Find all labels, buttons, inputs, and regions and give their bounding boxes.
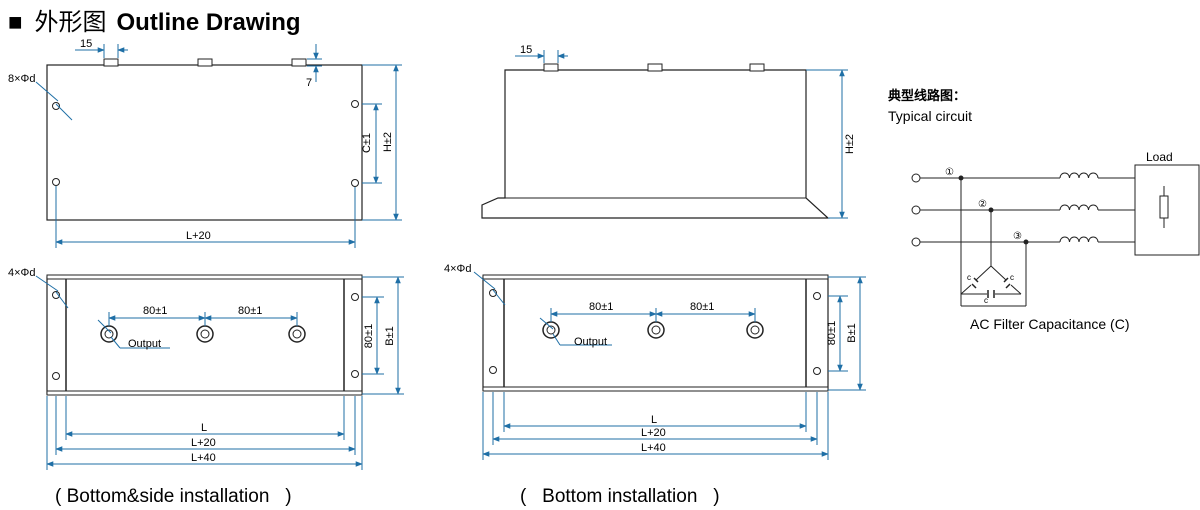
caption-bottom-installation: ( Bottom installation ) [520, 486, 720, 507]
input-terminal [911, 173, 921, 183]
dim-spacing-label: 80±1 [589, 301, 613, 313]
dim-tab-height-label: 7 [306, 77, 312, 89]
terminal-tab [291, 58, 307, 67]
mounting-hole [52, 372, 60, 380]
dim-h-label: H±2 [844, 134, 856, 154]
dim-h-label: H±2 [382, 132, 394, 152]
mounting-hole [813, 292, 821, 300]
dim-l20-label: L+20 [191, 437, 216, 449]
output-terminal [288, 325, 306, 343]
node-3-label: ③ [1013, 231, 1022, 242]
dim-l20-label: L+20 [186, 230, 211, 242]
dim-80-label: 80±1 [363, 324, 375, 348]
output-terminal [542, 321, 560, 339]
mounting-hole [351, 179, 359, 187]
enclosure-body [481, 69, 830, 219]
circuit-title-english: Typical circuit [888, 108, 972, 124]
circuit-caption: AC Filter Capacitance (C) [970, 316, 1130, 332]
output-terminal [196, 325, 214, 343]
typical-circuit [911, 164, 1200, 307]
title-chinese: 外形图 [34, 9, 107, 36]
load-label: Load [1146, 150, 1173, 164]
output-terminal [647, 321, 665, 339]
dim-b-label: B±1 [384, 326, 396, 346]
holes-label: 4×Φd [444, 263, 471, 275]
output-label: Output [574, 336, 607, 348]
output-terminal [746, 321, 764, 339]
terminal-tab [103, 58, 119, 67]
mounting-hole [351, 293, 359, 301]
circuit-labels: 典型线路图： Typical circuit Load ① ② ③ c c c … [888, 88, 1173, 332]
page-title: ■ 外形图 Outline Drawing [8, 2, 301, 37]
caption-bottom-side-installation: ( Bottom&side installation ) [55, 486, 292, 507]
dim-spacing-label: 80±1 [690, 301, 714, 313]
drawing-side-view-left: 15 7 8×Φd L+20 C±1 H±2 [8, 38, 402, 248]
mounting-hole [52, 102, 60, 110]
output-label: Output [128, 338, 161, 350]
capacitor-label: c [1010, 273, 1014, 282]
holes-label: 4×Φd [8, 267, 35, 279]
enclosure-body [46, 64, 363, 221]
inductor [1059, 204, 1099, 211]
capacitor-label: c [984, 296, 988, 305]
input-terminal [911, 205, 921, 215]
mounting-hole [813, 367, 821, 375]
dim-80-label: 80±1 [826, 321, 838, 345]
drawing-side-view-right: 15 H±2 [481, 44, 856, 219]
node-1-label: ① [945, 167, 954, 178]
terminal-tab [749, 63, 765, 72]
mounting-hole [52, 178, 60, 186]
inductor [1059, 236, 1099, 243]
dim-tab-width-label: 15 [520, 44, 532, 56]
circuit-title-chinese: 典型线路图： [888, 88, 966, 103]
terminal-tab [543, 63, 559, 72]
dim-l-label: L [651, 414, 657, 426]
load-resistor [1159, 195, 1169, 219]
dim-b-label: B±1 [846, 323, 858, 343]
mounting-hole [351, 100, 359, 108]
title-english: Outline Drawing [116, 9, 301, 36]
inductor [1059, 172, 1099, 179]
capacitor-label: c [967, 273, 971, 282]
dim-l40-label: L+40 [641, 442, 666, 454]
mounting-hole [351, 370, 359, 378]
dim-l40-label: L+40 [191, 452, 216, 464]
output-terminal [100, 325, 118, 343]
input-terminal [911, 237, 921, 247]
dim-tab-width-label: 15 [80, 38, 92, 50]
terminal-tab [197, 58, 213, 67]
mounting-hole [489, 366, 497, 374]
drawing-bottom-view-left: 4×Φd 80±1 80±1 Output 80±1 B±1 L L+20 L+… [8, 267, 404, 470]
title-square: ■ [8, 9, 23, 36]
dim-l-label: L [201, 422, 207, 434]
dim-spacing-label: 80±1 [238, 305, 262, 317]
dim-l20-label: L+20 [641, 427, 666, 439]
terminal-tab [647, 63, 663, 72]
mounting-hole [52, 291, 60, 299]
dim-c-label: C±1 [361, 133, 373, 153]
holes-label: 8×Φd [8, 73, 35, 85]
dim-spacing-label: 80±1 [143, 305, 167, 317]
mounting-hole [489, 289, 497, 297]
node-2-label: ② [978, 199, 987, 210]
drawing-bottom-view-right: 4×Φd 80±1 80±1 Output 80±1 B±1 L L+20 L+… [444, 263, 866, 460]
